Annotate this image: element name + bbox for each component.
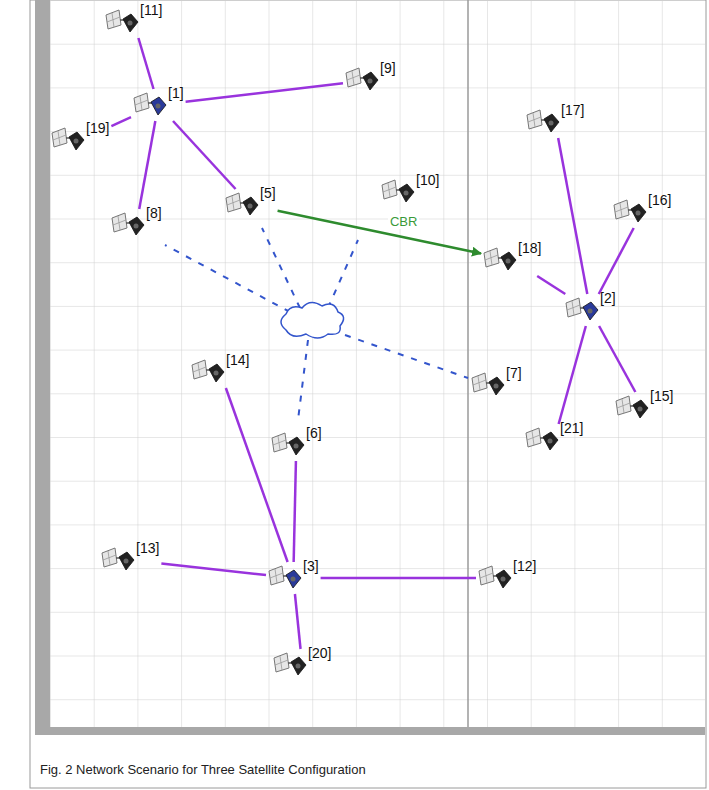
satellite-icon xyxy=(133,91,167,119)
satellite-node: [9] xyxy=(345,66,396,94)
satellite-icon xyxy=(565,296,599,324)
satellite-number: [12] xyxy=(513,558,536,574)
satellite-node: [21] xyxy=(525,426,583,454)
satellite-number: [5] xyxy=(260,185,276,201)
satellite-node: [16] xyxy=(613,198,671,226)
satellite-number: [10] xyxy=(416,172,439,188)
satellite-number: [15] xyxy=(650,388,673,404)
satellite-node: [6] xyxy=(271,431,322,459)
satellite-node: [18] xyxy=(483,246,541,274)
satellite-node: [7] xyxy=(471,371,522,399)
satellite-node: [14] xyxy=(191,358,249,386)
satellite-icon xyxy=(271,431,305,459)
satellite-link xyxy=(321,577,476,580)
satellite-link xyxy=(559,326,586,424)
traffic-flow-arrow xyxy=(278,211,481,254)
satellite-icon xyxy=(345,66,379,94)
satellite-node: [13] xyxy=(101,546,159,574)
satellite-number: [8] xyxy=(146,205,162,221)
satellite-node: [11] xyxy=(105,8,162,36)
satellite-number: [14] xyxy=(226,352,249,368)
satellite-icon xyxy=(613,198,647,226)
satellite-node: [8] xyxy=(111,211,162,239)
satellite-number: [19] xyxy=(86,120,109,136)
satellite-number: [21] xyxy=(560,420,583,436)
satellite-link xyxy=(161,563,266,575)
hub-satellite: [3] xyxy=(268,564,319,592)
satellite-number: [16] xyxy=(648,192,671,208)
satellite-icon xyxy=(615,394,649,422)
satellite-icon xyxy=(526,108,560,136)
hub-satellite: [1] xyxy=(133,91,184,119)
satellite-icon xyxy=(101,546,135,574)
satellite-icon xyxy=(478,564,512,592)
satellite-number: [11] xyxy=(140,2,162,18)
satellite-link xyxy=(558,138,587,294)
satellite-link xyxy=(139,121,155,209)
satellite-number: [9] xyxy=(380,60,396,76)
flow-label: CBR xyxy=(388,214,419,229)
satellite-node: [19] xyxy=(51,126,109,154)
satellite-link xyxy=(295,594,301,649)
satellite-number: [1] xyxy=(168,85,184,101)
satellite-icon xyxy=(483,246,517,274)
satellite-icon xyxy=(525,426,559,454)
satellite-link xyxy=(599,228,634,294)
satellite-link xyxy=(599,326,635,392)
satellite-number: [20] xyxy=(308,645,331,661)
satellite-link xyxy=(186,83,343,102)
satellite-icon xyxy=(51,126,85,154)
satellite-number: [6] xyxy=(306,425,322,441)
cloud-symbol xyxy=(281,302,344,338)
satellite-icon xyxy=(471,371,505,399)
satellite-node: [15] xyxy=(615,394,673,422)
satellite-link xyxy=(294,461,296,562)
satellite-number: [3] xyxy=(303,558,319,574)
figure-caption: Fig. 2 Network Scenario for Three Satell… xyxy=(40,762,366,778)
satellite-node: [12] xyxy=(478,564,536,592)
satellite-node: [17] xyxy=(526,108,584,136)
satellite-link xyxy=(111,117,131,126)
satellite-node: [5] xyxy=(225,191,276,219)
satellite-number: [2] xyxy=(600,290,616,306)
satellite-icon xyxy=(225,191,259,219)
satellite-number: [17] xyxy=(561,102,584,118)
satellite-link xyxy=(226,388,288,562)
satellite-link xyxy=(138,38,153,89)
satellite-icon xyxy=(381,178,415,206)
satellite-number: [7] xyxy=(506,365,522,381)
satellite-link xyxy=(537,276,565,294)
satellite-icon xyxy=(268,564,302,592)
satellite-icon xyxy=(111,211,145,239)
satellite-link xyxy=(173,121,236,189)
satellite-node: [20] xyxy=(273,651,331,679)
satellite-number: [13] xyxy=(136,540,159,556)
satellite-icon xyxy=(273,651,307,679)
satellite-number: [18] xyxy=(518,240,541,256)
hub-satellite: [2] xyxy=(565,296,616,324)
satellite-icon xyxy=(105,8,139,36)
satellite-node: [10] xyxy=(381,178,439,206)
satellite-icon xyxy=(191,358,225,386)
